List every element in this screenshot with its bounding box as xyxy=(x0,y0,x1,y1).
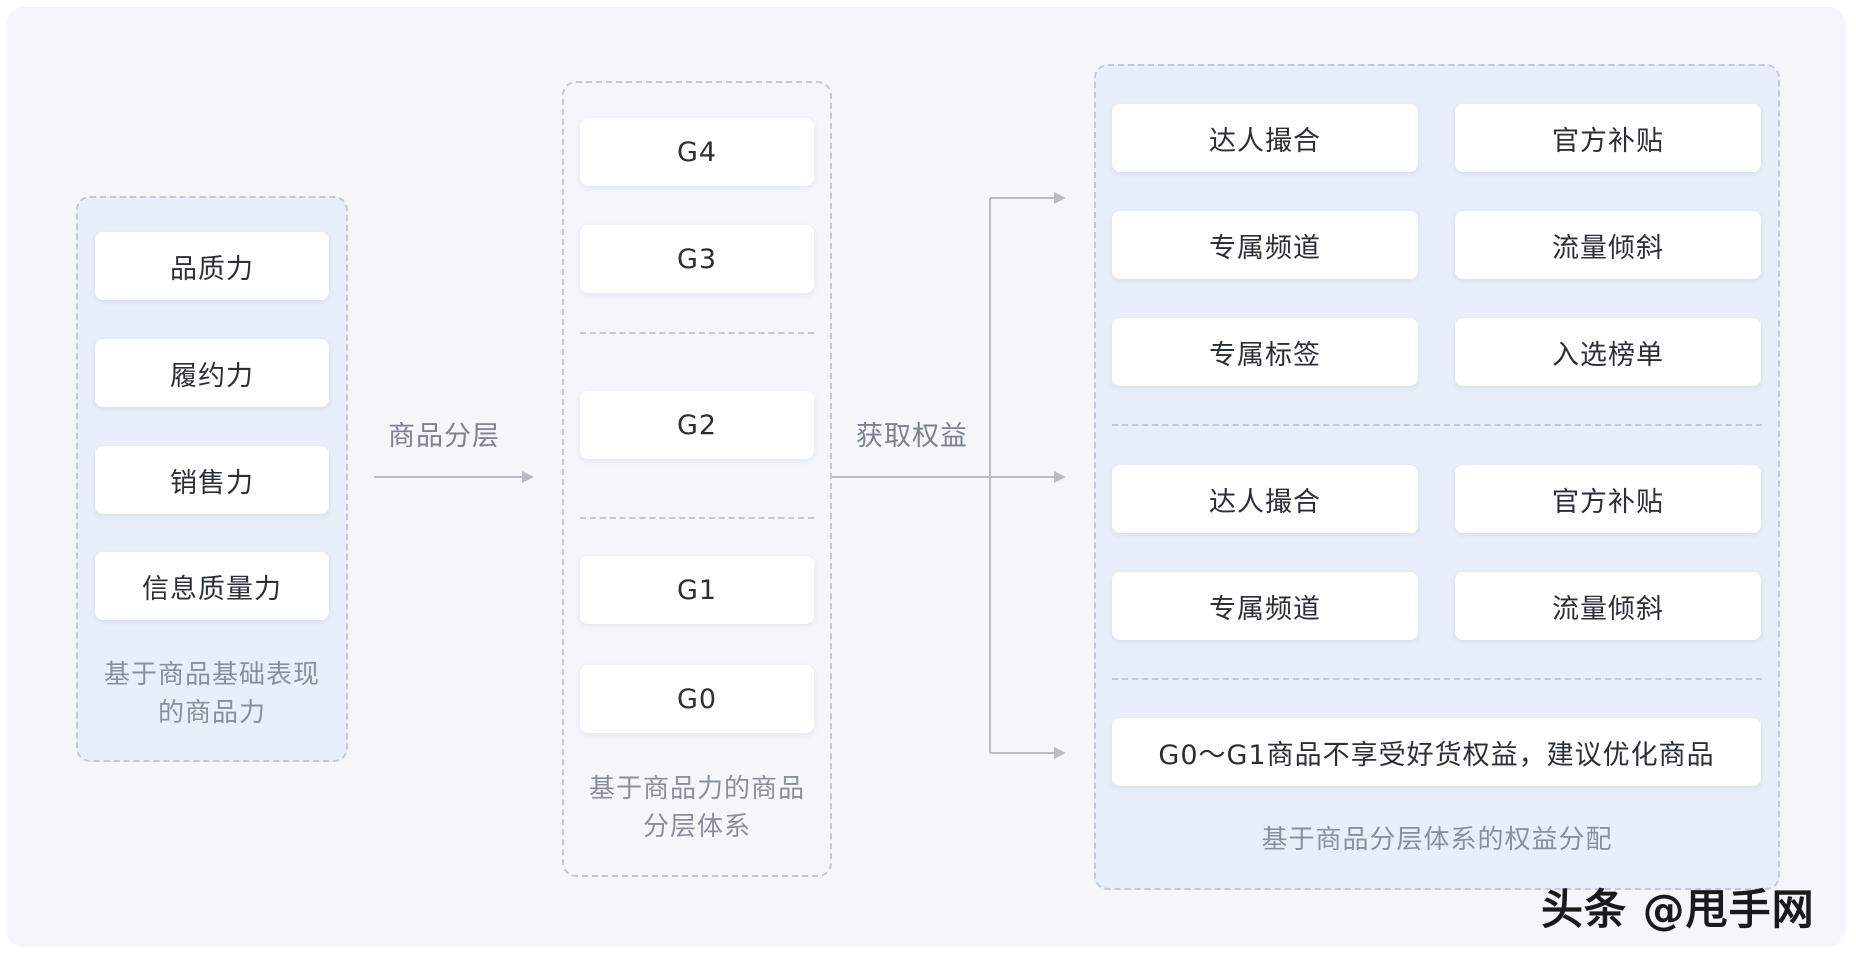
benefit-card: 流量倾斜 xyxy=(1455,211,1761,279)
benefits-divider xyxy=(1112,678,1762,680)
benefit-card: 流量倾斜 xyxy=(1455,572,1761,640)
product-power-card: 品质力 xyxy=(95,232,329,300)
tier-card-g2: G2 xyxy=(580,391,814,459)
no-benefit-notice: G0～G1商品不享受好货权益，建议优化商品 xyxy=(1112,718,1761,786)
benefits-divider xyxy=(1112,424,1762,426)
caption-line: 分层体系 xyxy=(642,812,751,842)
product-power-card: 信息质量力 xyxy=(95,552,329,620)
caption-line: 基于商品力的商品 xyxy=(588,774,805,804)
tier-card-g1: G1 xyxy=(580,556,814,624)
tier-card-g0: G0 xyxy=(580,665,814,733)
benefits-caption: 基于商品分层体系的权益分配 xyxy=(1261,825,1613,855)
benefit-card: 达人撮合 xyxy=(1112,104,1418,172)
tier-card-g3: G3 xyxy=(580,225,814,293)
product-power-card: 履约力 xyxy=(95,339,329,407)
tier-divider xyxy=(580,332,814,334)
benefit-card: 专属标签 xyxy=(1112,318,1418,386)
benefit-card: 官方补贴 xyxy=(1455,465,1761,533)
benefit-card: 达人撮合 xyxy=(1112,465,1418,533)
benefit-card: 专属频道 xyxy=(1112,211,1418,279)
caption-line: 的商品力 xyxy=(157,698,266,728)
product-tier-group xyxy=(562,81,832,877)
arrow-label-benefits: 获取权益 xyxy=(856,421,968,452)
benefit-card: 官方补贴 xyxy=(1455,104,1761,172)
watermark: 头条 @甩手网 xyxy=(1541,885,1815,934)
product-power-card: 销售力 xyxy=(95,446,329,514)
product-power-caption: 基于商品基础表现 的商品力 xyxy=(80,656,344,732)
tier-divider xyxy=(580,517,814,519)
benefit-card: 入选榜单 xyxy=(1455,318,1761,386)
arrow-label-layering: 商品分层 xyxy=(388,421,500,452)
caption-line: 基于商品基础表现 xyxy=(103,660,320,690)
tier-card-g4: G4 xyxy=(580,118,814,186)
benefit-card: 专属频道 xyxy=(1112,572,1418,640)
product-tier-caption: 基于商品力的商品 分层体系 xyxy=(566,770,828,846)
